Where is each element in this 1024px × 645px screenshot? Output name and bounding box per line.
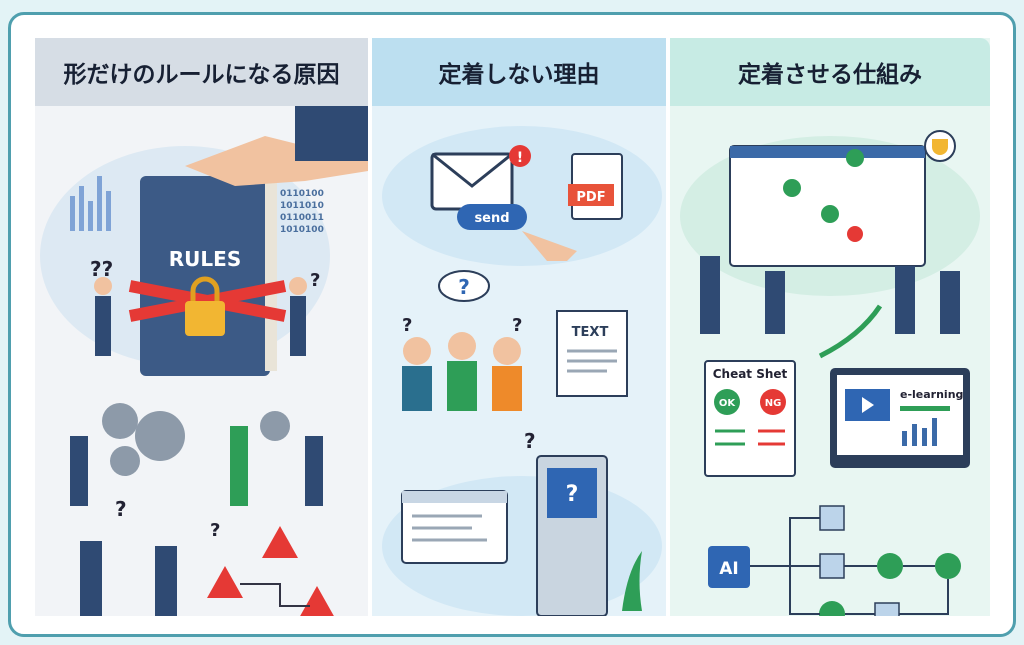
svg-text:?: ? [402,315,412,336]
svg-text:1011010: 1011010 [280,201,324,211]
svg-text:Cheat Shet: Cheat Shet [713,367,788,381]
growth-arrow [818,304,883,359]
svg-text:?: ? [524,429,536,453]
svg-text:e-learning: e-learning [900,388,963,401]
svg-text:0110100: 0110100 [280,189,324,199]
svg-text:TEXT: TEXT [572,325,609,340]
illustration-mechanisms: Cheat Shet OK NG e-learning AI [680,130,980,616]
svg-text:?: ? [310,270,320,291]
svg-text:!: ! [517,150,523,166]
column-header: 定着しない理由 [372,38,666,106]
illustration-rules-book: RULES 0110100 1011010 0110011 1010100 ??? ?… [40,106,368,616]
column-mechanisms: 定着させる仕組み Cheat Shet OK NG e-learning AI [670,38,990,616]
svg-text:?: ? [115,497,127,521]
gears-illustration [102,403,290,476]
svg-text:1010100: 1010100 [280,225,324,235]
svg-text:RULES: RULES [169,247,241,271]
hand-icon [522,231,577,261]
column-causes: 形だけのルールになる原因 RULES 0110100 1011010 0110011… [35,38,368,616]
warning-icons [207,526,334,616]
svg-text:?: ? [512,315,522,336]
column-reasons: 定着しない理由 ! send PDF ? ?? TEXT ? ? [372,38,666,616]
column-header: 形だけのルールになる原因 [35,38,368,106]
svg-text:?: ? [210,520,220,541]
svg-text:OK: OK [719,398,737,409]
svg-text:AI: AI [719,559,738,579]
rules-book [140,176,270,376]
svg-text:NG: NG [765,398,782,409]
ai-chip [708,546,750,588]
svg-text:??: ?? [90,257,113,281]
text-document [556,310,628,397]
confused-people [402,332,522,411]
send-button [457,204,527,230]
svg-text:?: ? [458,275,470,299]
svg-text:send: send [474,211,509,226]
lock-icon [185,301,225,336]
svg-text:?: ? [566,482,579,507]
svg-text:0110011: 0110011 [280,213,324,223]
column-header: 定着させる仕組み [670,38,990,106]
plant-icon [622,551,642,611]
svg-text:PDF: PDF [576,190,605,205]
workflow-lines [750,517,949,615]
illustration-reasons: ! send PDF ? ?? TEXT ? ? [382,126,662,616]
